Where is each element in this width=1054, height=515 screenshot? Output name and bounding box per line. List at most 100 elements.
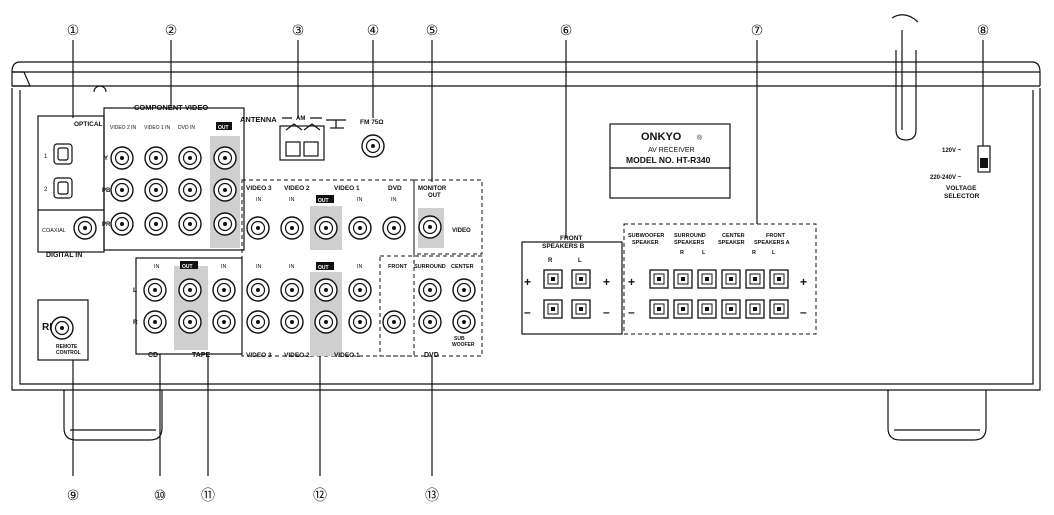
speaker-a-minus-0[interactable] (649, 299, 669, 319)
component-jack-0-2[interactable] (110, 212, 134, 236)
video1-out-top-label: OUT (318, 198, 329, 204)
speakers-a-minus-left: – (628, 305, 635, 319)
video-top-jack-1[interactable] (280, 216, 304, 240)
cd-tape-jack-1-0[interactable] (178, 278, 202, 302)
component-jack-1-0[interactable] (144, 146, 168, 170)
component-pr-label: PR (102, 222, 111, 228)
component-jack-3-2[interactable] (213, 212, 237, 236)
speaker-b-minus-0[interactable] (543, 299, 563, 319)
cd-tape-jack-2-1[interactable] (212, 310, 236, 334)
dvd-surround-r-jack[interactable] (418, 310, 442, 334)
video1-in-bottom-label: IN (357, 264, 363, 270)
remote-control-jack[interactable] (50, 316, 74, 340)
remote-label-1: REMOTE (56, 344, 78, 350)
cd-tape-jack-0-1[interactable] (143, 310, 167, 334)
am-antenna-terminal[interactable] (279, 125, 325, 161)
cd-tape-jack-2-0[interactable] (212, 278, 236, 302)
nameplate: ONKYO ® AV RECEIVER MODEL NO. HT-R340 (609, 123, 731, 199)
callout-10: ⑩ (154, 488, 167, 504)
speaker-a-plus-3[interactable] (721, 269, 741, 289)
video2-in-top-label: IN (289, 197, 295, 203)
dvd-center-jack[interactable] (452, 278, 476, 302)
component-jack-1-2[interactable] (144, 212, 168, 236)
digital-in-label: DIGITAL IN (46, 252, 82, 259)
video-top-jack-3[interactable] (348, 216, 372, 240)
speakers-b-plus-right: + (603, 275, 610, 289)
dvd-audio-label: DVD (424, 352, 439, 359)
speaker-a-minus-1[interactable] (673, 299, 693, 319)
speakers-b-minus-left: – (524, 305, 531, 319)
video-audio-jack-2-0[interactable] (314, 278, 338, 302)
speaker-b-plus-0[interactable] (543, 269, 563, 289)
video1-top-label: VIDEO 1 (334, 185, 360, 192)
video1-bottom-label: VIDEO 1 (334, 352, 360, 359)
cd-tape-jack-0-0[interactable] (143, 278, 167, 302)
ri-label: RI (42, 322, 52, 333)
component-jack-3-0[interactable] (213, 146, 237, 170)
callout-4: ④ (367, 23, 380, 39)
callout-12: ⑫ (313, 488, 327, 504)
component-jack-2-1[interactable] (178, 178, 202, 202)
speakers-b-minus-right: – (603, 305, 610, 319)
speaker-a-plus-4[interactable] (745, 269, 765, 289)
optical-label: OPTICAL (74, 121, 103, 128)
dvd-front-jack[interactable] (382, 310, 406, 334)
speaker-a-minus-3[interactable] (721, 299, 741, 319)
video-audio-jack-3-0[interactable] (348, 278, 372, 302)
component-jack-0-0[interactable] (110, 146, 134, 170)
component-jack-3-1[interactable] (213, 178, 237, 202)
speaker-a-minus-4[interactable] (745, 299, 765, 319)
voltage-selector-section: 120V ~ 220-240V ~ VOLTAGE SELECTOR (930, 145, 991, 200)
component-jack-1-1[interactable] (144, 178, 168, 202)
video-audio-jack-1-1[interactable] (280, 310, 304, 334)
speakers-b-l-label: L (578, 258, 582, 264)
video-audio-jack-2-1[interactable] (314, 310, 338, 334)
dvd-surround-l-jack[interactable] (418, 278, 442, 302)
component-jack-0-1[interactable] (110, 178, 134, 202)
video-audio-jack-0-1[interactable] (246, 310, 270, 334)
callout-11: ⑪ (201, 488, 215, 504)
chassis (11, 61, 1041, 391)
monitor-out-video-jack[interactable] (418, 215, 442, 239)
component-video1-in-label: VIDEO 1 IN (144, 125, 171, 131)
speaker-a-plus-1[interactable] (673, 269, 693, 289)
dvd-video-in-jack[interactable] (382, 216, 406, 240)
video-top-jack-0[interactable] (246, 216, 270, 240)
speaker-a-plus-0[interactable] (649, 269, 669, 289)
foot-right (887, 390, 987, 441)
optical-input-2-jack[interactable] (53, 177, 73, 199)
nameplate-line1: AV RECEIVER (648, 147, 695, 154)
fm-antenna-jack[interactable] (361, 134, 385, 158)
speaker-a-minus-2[interactable] (697, 299, 717, 319)
component-y-label: Y (104, 156, 108, 162)
component-video2-in-label: VIDEO 2 IN (110, 125, 137, 131)
coaxial-digital-jack[interactable] (73, 216, 97, 240)
speaker-a-plus-2[interactable] (697, 269, 717, 289)
cd-tape-jack-1-1[interactable] (178, 310, 202, 334)
nameplate-brand: ONKYO (641, 131, 682, 143)
voltage-selector-switch[interactable] (977, 145, 991, 173)
speaker-b-minus-1[interactable] (571, 299, 591, 319)
dvd-in-top-label: IN (391, 197, 397, 203)
video1-out-bottom-label: OUT (318, 265, 329, 271)
component-out-label: OUT (218, 125, 229, 131)
optical-1-label: 1 (44, 154, 48, 160)
video-audio-jack-1-0[interactable] (280, 278, 304, 302)
speaker-a-minus-5[interactable] (769, 299, 789, 319)
dvd-audio-section: FRONT SURROUND CENTER SUB WOOFER DVD (379, 255, 483, 359)
audio-r-label: R (133, 319, 138, 326)
video-audio-jack-3-1[interactable] (348, 310, 372, 334)
subwoofer-label-2: SPEAKER (632, 240, 659, 246)
video-top-jack-2[interactable] (314, 216, 338, 240)
callout-2: ② (165, 23, 178, 39)
speakers-a-section: SUBWOOFER SPEAKER SURROUND SPEAKERS CENT… (623, 223, 817, 335)
speaker-b-plus-1[interactable] (571, 269, 591, 289)
component-jack-2-2[interactable] (178, 212, 202, 236)
dvd-subwoofer-jack[interactable] (452, 310, 476, 334)
optical-input-1-jack[interactable] (53, 143, 73, 165)
speaker-a-plus-5[interactable] (769, 269, 789, 289)
front-speakers-b-section: FRONT SPEAKERS B R L + + – – (521, 235, 623, 335)
video-audio-jack-0-0[interactable] (246, 278, 270, 302)
component-jack-2-0[interactable] (178, 146, 202, 170)
